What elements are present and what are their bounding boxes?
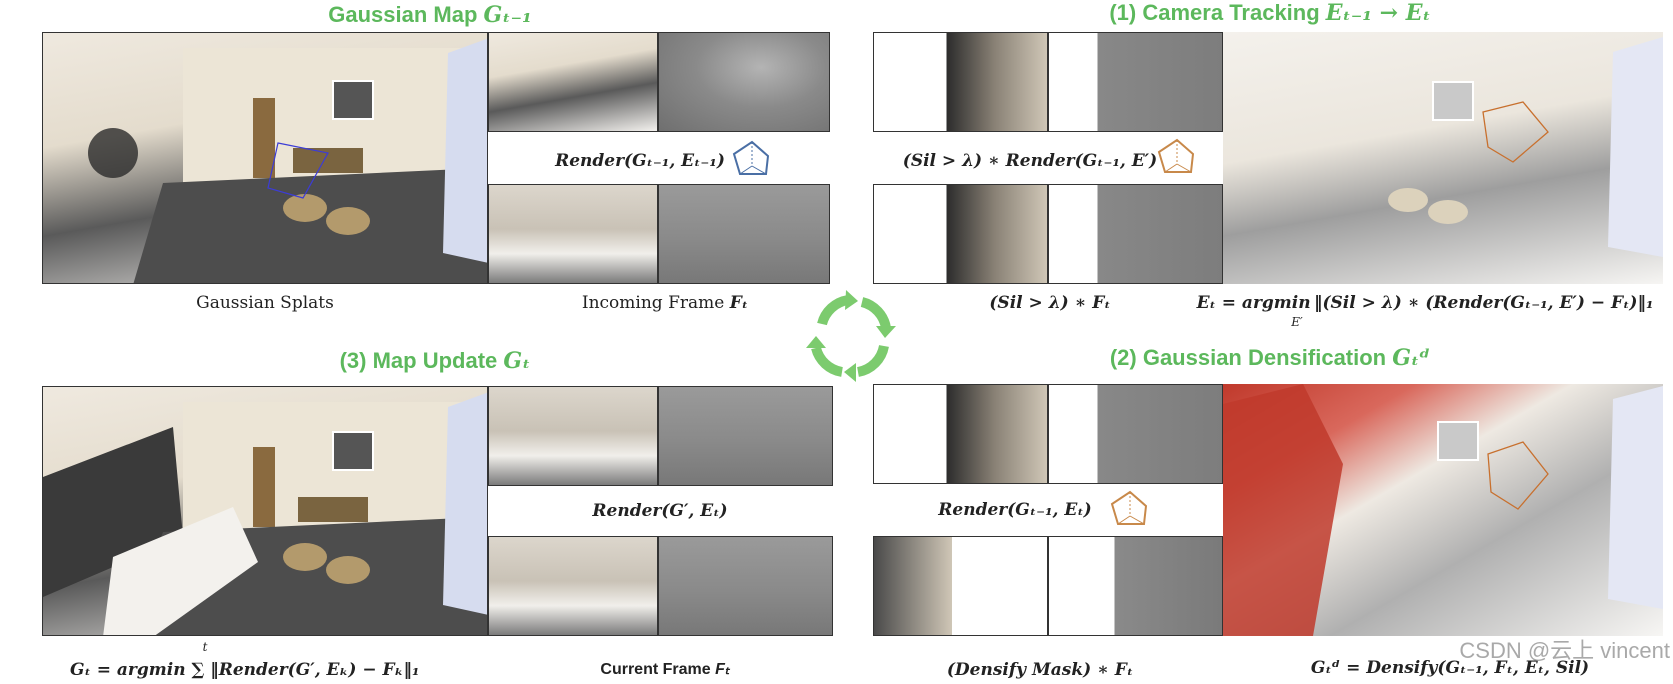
densified-scene [1223,384,1663,636]
camera-frustum-icon [1110,490,1148,525]
title-gaussian-map-text: Gaussian Map [328,2,478,27]
window-wall [1608,37,1663,257]
incoming-frame-symbol: Fₜ [729,293,749,313]
floor [133,168,487,283]
sil-frame-rgb [873,184,1048,284]
densified-red-region [1223,384,1343,636]
window [1432,81,1474,121]
current-frame-text: Current Frame [600,661,711,678]
ottoman-left [1388,188,1428,212]
sil-render-rgb [873,32,1048,132]
sideboard [298,497,368,522]
incoming-frame-text: Incoming Frame [581,293,725,313]
tracking-scene-image [1223,32,1663,284]
window [332,80,374,120]
sil-render-text: (Sil > λ) ∗ Render(Gₜ₋₁, E′) [902,151,1158,171]
title-camera-tracking-text: (1) Camera Tracking [1109,0,1320,25]
title-map-update: (3) Map Update Gₜ [310,348,560,374]
current-frame-caption: Current Frame Fₜ [570,659,760,681]
title-map-update-symbol: Gₜ [503,348,531,374]
camera-frustum-icon [1482,101,1549,163]
render-dens-text: Render(Gₜ₋₁, Eₜ) [938,500,1092,520]
densify-mask-caption: (Densify Mask) ∗ Fₜ [930,659,1150,681]
ottoman-left [283,194,327,222]
render-dens-rgb [873,384,1048,484]
ottoman-right [326,556,370,584]
render-dens-depth [1048,384,1223,484]
sil-render-caption: (Sil > λ) ∗ Render(Gₜ₋₁, E′) [880,150,1180,172]
map-update-equation-text: Gₜ = argmin ∑ ‖Render(G′, Eₖ) − Fₖ‖₁ [70,660,420,680]
splat-artifacts [88,128,138,178]
title-camera-tracking: (1) Camera Tracking Eₜ₋₁ → Eₜ [1080,0,1460,26]
window [1437,421,1479,461]
incoming-frame-rgb-2 [488,184,658,284]
window-wall [1608,386,1663,609]
camera-frustum-icon [1157,138,1195,173]
densify-equation-text: Gₜᵈ = Densify(Gₜ₋₁, Fₜ, Eₜ, Sil) [1310,658,1590,678]
tracking-equation: Eₜ = argmin ‖(Sil > λ) ∗ (Render(Gₜ₋₁, E… [1185,292,1665,314]
watermark: CSDN @云上 vincent [1395,640,1670,662]
sil-frame-caption: (Sil > λ) ∗ Fₜ [960,292,1140,314]
map-update-equation-sup: t [202,640,208,654]
render-gprime-depth [658,386,833,486]
camera-frustum-icon [1487,441,1549,510]
current-frame-symbol: Fₜ [715,661,730,678]
ottoman-right [1428,200,1468,224]
current-frame-rgb [488,536,658,636]
map-update-equation: Gₜ = argmin ∑ ‖Render(G′, Eₖ) − Fₖ‖₁ [70,659,470,681]
sofa [103,507,258,635]
map-update-scene [43,392,487,635]
render-gprime-caption: Render(G′, Eₜ) [560,500,760,522]
render-prev-caption: Render(Gₜ₋₁, Eₜ₋₁) [540,150,740,172]
render-dens-caption: Render(Gₜ₋₁, Eₜ) [915,499,1115,521]
render-gprime-text: Render(G′, Eₜ) [592,501,728,521]
tracking-scene [1388,37,1663,257]
title-gaussian-map: Gaussian Map Gₜ₋₁ [300,2,560,28]
map-update-image [42,386,488,636]
gaussian-splats-image [42,32,488,284]
title-map-update-text: (3) Map Update [339,348,498,373]
title-densification-symbol: Gₜᵈ [1392,345,1431,371]
incoming-frame-depth [658,32,830,132]
camera-frustum-icon [732,140,770,175]
gaussian-splats-caption: Gaussian Splats [196,293,334,313]
wall-painting [43,427,183,597]
densify-mask-text: (Densify Mask) ∗ Fₜ [946,660,1134,680]
ottoman-right [326,207,370,235]
incoming-frame-rgb [488,32,658,132]
render-gprime-rgb [488,386,658,486]
window-wall [443,38,487,263]
densify-mask-depth [1048,536,1223,636]
title-gaussian-map-symbol: Gₜ₋₁ [483,2,532,28]
title-densification-text: (2) Gaussian Densification [1109,345,1387,370]
splats-scene [88,38,487,283]
tracking-equation-text: Eₜ = argmin ‖(Sil > λ) ∗ (Render(Gₜ₋₁, E… [1196,293,1654,313]
incoming-frame-depth-2 [658,184,830,284]
current-frame-depth [658,536,833,636]
tracking-equation-sub: E′ [1291,315,1303,329]
window [332,431,374,471]
incoming-frame-caption: Incoming Frame Fₜ [560,292,770,314]
window-wall [443,392,487,615]
door [253,447,275,527]
densify-mask-rgb [873,536,1048,636]
title-densification: (2) Gaussian Densification Gₜᵈ [1095,345,1445,371]
sil-frame-depth [1048,184,1223,284]
refresh-cycle-icon [806,290,896,382]
sideboard [293,148,363,173]
ottoman-left [283,543,327,571]
title-camera-tracking-symbol: Eₜ₋₁ → Eₜ [1325,0,1431,26]
render-prev-text: Render(Gₜ₋₁, Eₜ₋₁) [555,151,725,171]
door [253,98,275,178]
densified-scene-image [1223,384,1663,636]
sil-frame-text: (Sil > λ) ∗ Fₜ [989,293,1111,313]
camera-frustum-icon [267,142,329,199]
densify-equation: Gₜᵈ = Densify(Gₜ₋₁, Fₜ, Eₜ, Sil) [1285,657,1615,679]
watermark-text: CSDN @云上 vincent [1459,638,1670,663]
sil-render-depth [1048,32,1223,132]
